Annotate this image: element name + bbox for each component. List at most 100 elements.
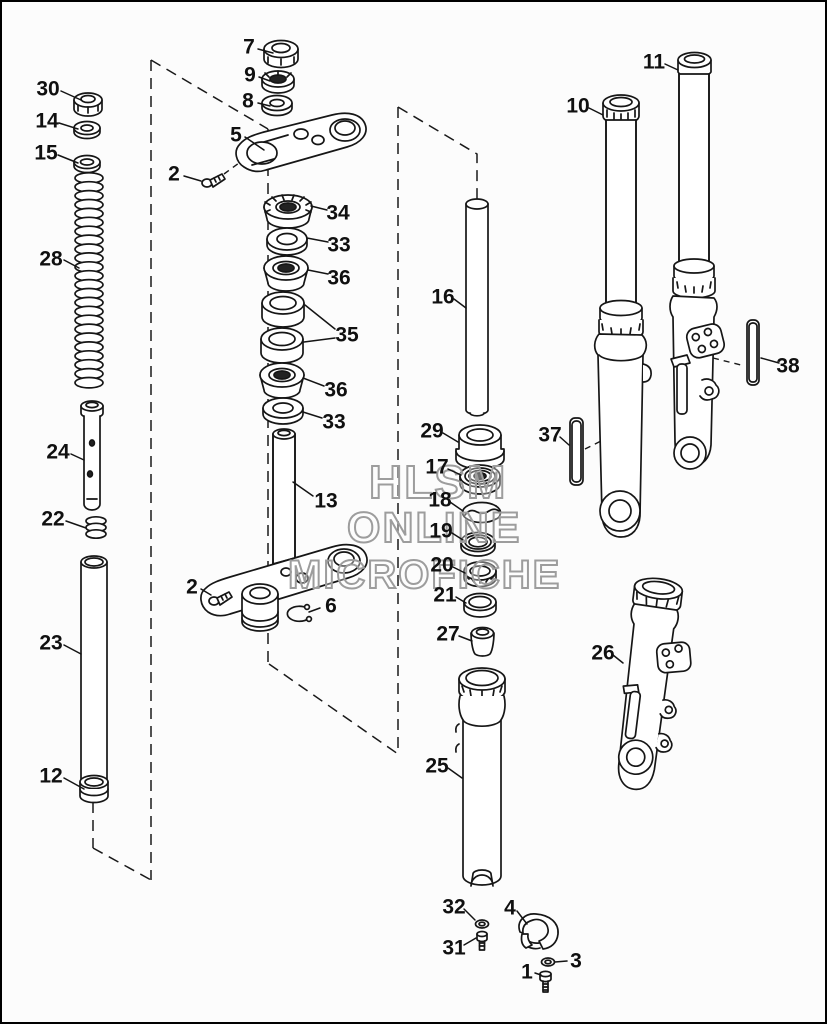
part-21-spacer-ring bbox=[463, 592, 497, 618]
callout-19: 19 bbox=[429, 520, 452, 543]
callout-38: 38 bbox=[776, 355, 800, 378]
callout-leader-25 bbox=[447, 767, 463, 779]
callout-16: 16 bbox=[431, 286, 454, 309]
callout-15: 15 bbox=[34, 142, 58, 165]
part-17-oil-seal bbox=[459, 464, 501, 495]
callout-2: 2 bbox=[186, 576, 198, 599]
callout-33: 33 bbox=[327, 234, 350, 257]
callout-leader-21 bbox=[455, 596, 467, 604]
callout-1: 1 bbox=[521, 961, 533, 984]
callout-leader-18 bbox=[449, 501, 464, 512]
callout-leader-7 bbox=[257, 48, 274, 54]
callout-leader-15 bbox=[57, 154, 79, 164]
part-5-upper-fork-bracket bbox=[235, 112, 367, 173]
callout-12: 12 bbox=[39, 765, 62, 788]
callout-leader-6 bbox=[308, 607, 321, 613]
callout-28: 28 bbox=[39, 248, 63, 271]
callout-leader-36 bbox=[307, 269, 329, 275]
callout-leader-3 bbox=[554, 960, 568, 963]
callout-leader-8 bbox=[257, 102, 271, 107]
callout-25: 25 bbox=[425, 755, 449, 778]
callout-leader-33 bbox=[302, 411, 323, 419]
part-19-seal-spacer bbox=[460, 531, 496, 557]
callout-8: 8 bbox=[242, 90, 254, 113]
part-24-damper-tube bbox=[80, 400, 104, 511]
callout-5: 5 bbox=[230, 124, 242, 147]
callout-32: 32 bbox=[442, 896, 465, 919]
part-18-retaining-clip bbox=[461, 501, 502, 524]
callout-leader-14 bbox=[58, 122, 79, 130]
part-11-fork-assembly-right bbox=[669, 51, 726, 470]
callout-26: 26 bbox=[591, 642, 614, 665]
callout-6: 6 bbox=[325, 595, 337, 618]
callout-leader-4 bbox=[516, 910, 528, 925]
part-9-stem-nut bbox=[261, 70, 295, 94]
part-36-bearing-lower bbox=[259, 362, 305, 399]
callout-27: 27 bbox=[436, 623, 459, 646]
part-3-washer bbox=[540, 957, 556, 967]
part-29-dust-cover bbox=[455, 424, 505, 470]
part-13-steering-stem-bracket bbox=[200, 428, 368, 632]
watermark: HLSM ONLINE MICROFICHE bbox=[287, 455, 561, 598]
callout-14: 14 bbox=[35, 110, 59, 133]
callout-leader-10 bbox=[588, 107, 604, 116]
part-20-slotted-bushing bbox=[463, 561, 497, 588]
callout-30: 30 bbox=[36, 78, 59, 101]
part-31-screw bbox=[476, 930, 488, 951]
part-8-washer bbox=[261, 94, 293, 117]
callout-9: 9 bbox=[244, 64, 256, 87]
callout-leader-32 bbox=[463, 908, 476, 921]
part-32-washer bbox=[474, 919, 490, 929]
watermark-line-2: ONLINE bbox=[347, 504, 521, 552]
watermark-line-3: MICROFICHE bbox=[288, 553, 561, 597]
callout-17: 17 bbox=[425, 456, 448, 479]
callout-11: 11 bbox=[643, 51, 666, 74]
part-2-pinch-screw-bottom bbox=[208, 591, 233, 606]
callout-leader-2 bbox=[200, 588, 212, 596]
part-33-seat-washer-upper bbox=[266, 227, 308, 256]
callout-24: 24 bbox=[46, 441, 70, 464]
callout-leader-16 bbox=[453, 298, 467, 309]
callout-21: 21 bbox=[433, 584, 457, 607]
callout-36: 36 bbox=[327, 267, 350, 290]
callout-leader-20 bbox=[452, 566, 466, 574]
callout-leader-36 bbox=[302, 377, 325, 387]
callout-leader-35 bbox=[303, 337, 336, 343]
callout-leader-29 bbox=[442, 432, 459, 443]
callout-layer: 3014152824222312798523433363536331326162… bbox=[34, 36, 800, 984]
part-2-pinch-screw-top bbox=[201, 173, 226, 188]
part-12-retaining-ring bbox=[79, 774, 109, 804]
callout-13: 13 bbox=[314, 490, 337, 513]
callout-leader-17 bbox=[447, 468, 462, 476]
callout-leader-2 bbox=[183, 175, 202, 182]
part-34-bearing-adjuster-nut bbox=[263, 194, 313, 229]
part-30-cap-nut bbox=[73, 92, 103, 117]
callout-leader-37 bbox=[559, 436, 570, 446]
part-10-fork-assembly-left bbox=[593, 94, 652, 538]
callout-leader-31 bbox=[463, 937, 477, 946]
callout-20: 20 bbox=[430, 554, 453, 577]
callout-leader-28 bbox=[63, 259, 80, 269]
callout-34: 34 bbox=[326, 202, 350, 225]
part-1-screw bbox=[539, 970, 552, 993]
part-27-stop-bushing bbox=[470, 626, 495, 657]
part-36-bearing-upper bbox=[263, 255, 309, 292]
callout-2: 2 bbox=[168, 163, 180, 186]
callout-36: 36 bbox=[324, 379, 347, 402]
part-28-fork-spring bbox=[74, 171, 104, 389]
callout-18: 18 bbox=[428, 489, 452, 512]
callout-leader-9 bbox=[258, 76, 271, 82]
callout-10: 10 bbox=[566, 95, 589, 118]
part-26-fork-slider bbox=[617, 577, 692, 791]
callout-leader-35 bbox=[304, 304, 336, 330]
callout-4: 4 bbox=[504, 897, 516, 920]
callout-leader-26 bbox=[612, 654, 624, 664]
callout-3: 3 bbox=[570, 950, 582, 973]
callout-35: 35 bbox=[335, 324, 359, 347]
callout-22: 22 bbox=[41, 508, 64, 531]
part-14-washer bbox=[73, 120, 101, 140]
watermark-line-1: HLSM bbox=[369, 456, 507, 508]
callout-leader-34 bbox=[310, 205, 328, 211]
